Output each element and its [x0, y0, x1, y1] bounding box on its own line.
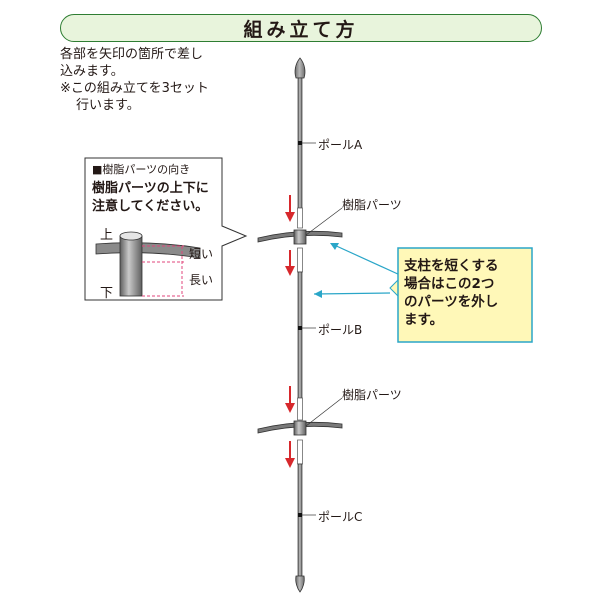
label-pole-a: ポールA	[318, 138, 363, 152]
instruction-line: 込みます。	[60, 64, 124, 79]
pole-b	[297, 247, 303, 421]
inset-heading-line: 樹脂パーツの上下に	[92, 181, 209, 196]
inset-title: ■樹脂パーツの向き	[92, 163, 191, 176]
title-banner: 組み立て方	[60, 14, 542, 42]
instruction-line: 行います。	[76, 98, 140, 113]
label-short: 短い	[189, 247, 214, 261]
instructions: 各部を矢印の箇所で差し 込みます。 ※この組み立てを3セット 行います。	[60, 46, 209, 114]
label-resin-part-1: 樹脂パーツ	[342, 198, 402, 212]
pole-tip-bottom	[295, 575, 305, 593]
note-line: 支柱を短くする	[404, 258, 499, 274]
resin-tube	[119, 235, 143, 297]
resin-part-1	[257, 229, 343, 245]
insert-arrow-2	[285, 250, 295, 276]
insert-arrow-3	[285, 386, 295, 413]
inset-callout	[84, 157, 248, 301]
note-callout	[313, 243, 533, 343]
note-text: 支柱を短くする 場合はこの2つ のパーツを外し ます。	[404, 257, 528, 329]
resin-part-2	[257, 420, 343, 436]
instruction-line: 各部を矢印の箇所で差し	[60, 47, 204, 62]
inset-heading-line: 注意してください。	[92, 199, 209, 214]
note-line: ます。	[404, 312, 444, 328]
insert-arrow-4	[285, 441, 295, 468]
label-bottom: 下	[100, 286, 114, 301]
label-pole-b: ポールB	[318, 323, 363, 337]
insert-arrow-1	[285, 195, 295, 222]
label-resin-part-2: 樹脂パーツ	[342, 388, 402, 402]
pole-c	[295, 439, 305, 593]
inset-heading: 樹脂パーツの上下に 注意してください。	[92, 180, 209, 216]
page-title: 組み立て方	[243, 18, 359, 41]
instruction-line: ※この組み立てを3セット	[60, 81, 209, 96]
label-top: 上	[100, 228, 114, 243]
label-pole-c: ポールC	[318, 510, 363, 524]
note-line: 場合はこの2つ	[404, 276, 495, 292]
note-line: のパーツを外し	[404, 294, 499, 310]
label-long: 長い	[189, 273, 214, 287]
pole-tip-top	[294, 57, 306, 79]
